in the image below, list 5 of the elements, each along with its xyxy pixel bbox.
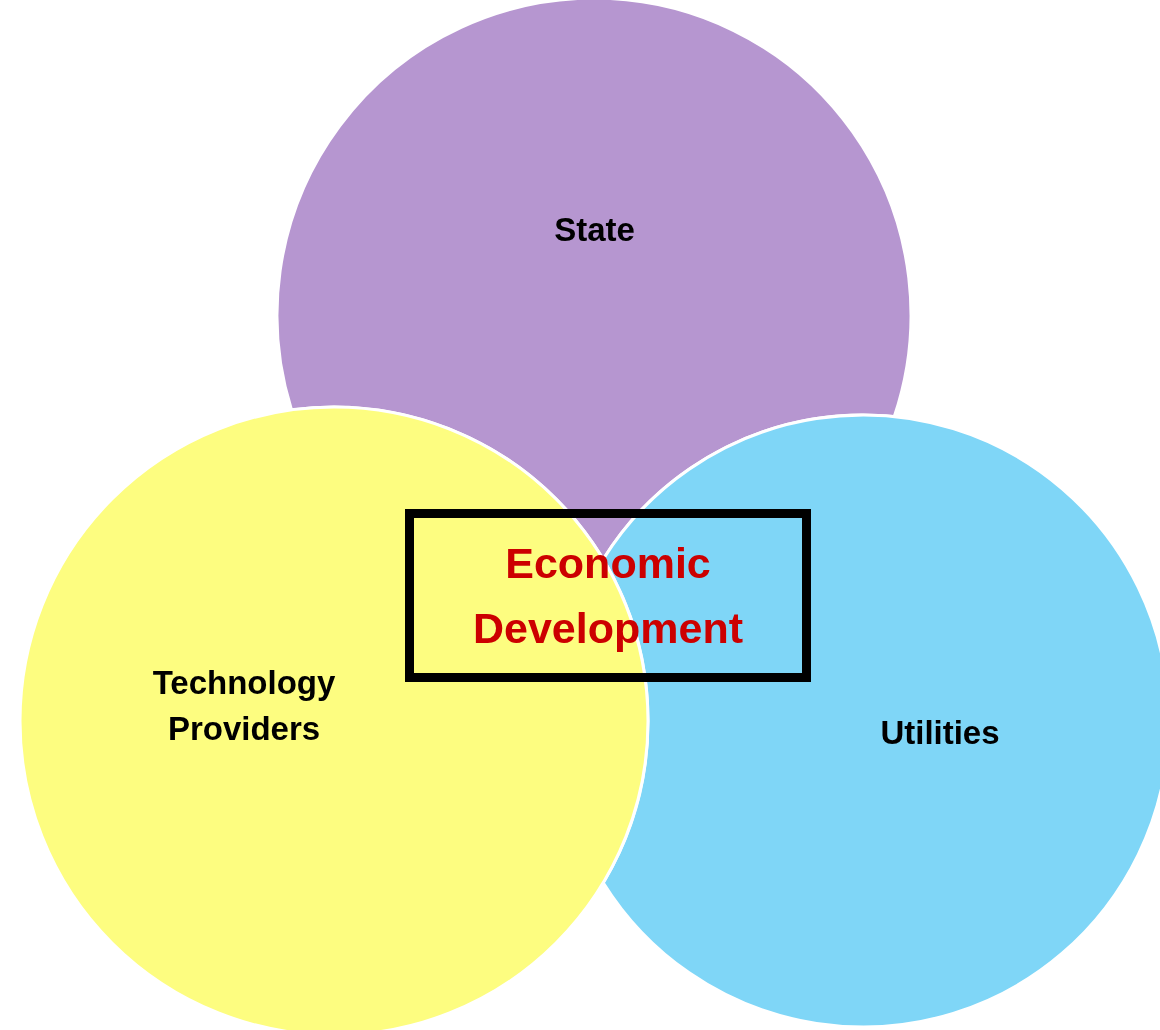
center-label: Economic Development xyxy=(472,538,744,654)
circle-label: State xyxy=(553,210,636,250)
circle-label: Utilities xyxy=(879,713,1001,753)
center-box xyxy=(405,509,811,682)
circle-label: Technology Providers xyxy=(151,663,337,750)
